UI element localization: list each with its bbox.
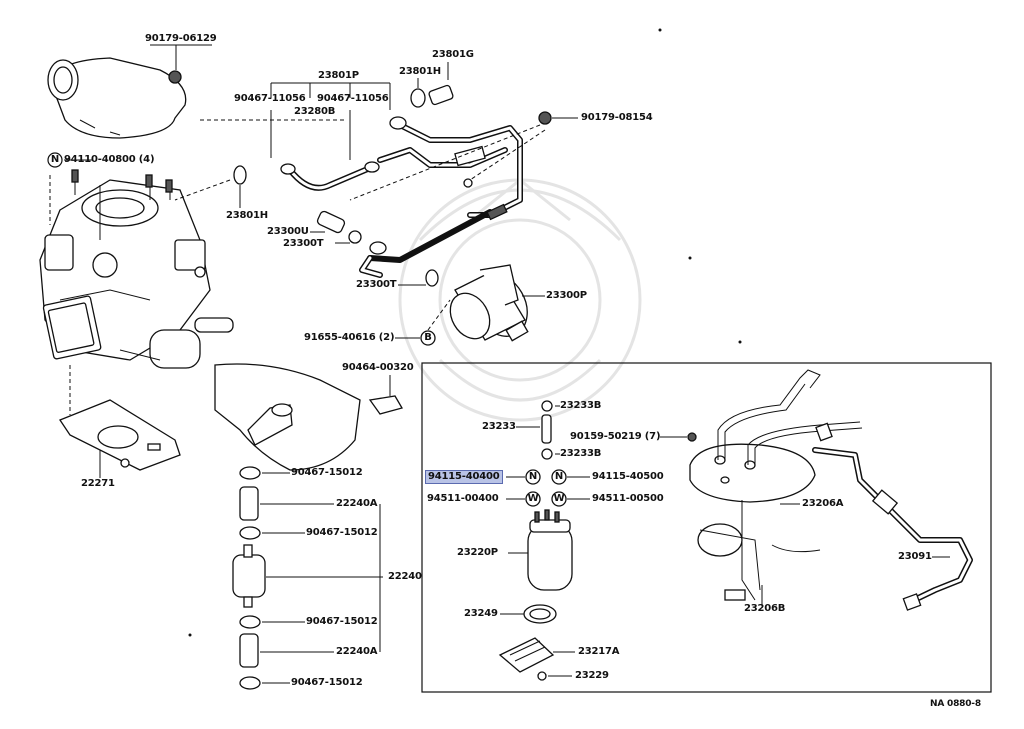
part-label-90467-15012-c: 90467-15012 (306, 616, 378, 627)
document-reference: NA 0880-8 (930, 699, 981, 709)
fitting-23801g (428, 84, 454, 106)
carburetor-drawing (39, 169, 234, 369)
hose-23280b-drawing (280, 161, 380, 191)
clip-90464-00320 (368, 395, 403, 415)
fuel-pump-drawing (498, 400, 573, 681)
fuel-pipe-23091-drawing (812, 447, 973, 611)
gasket-drawing (59, 399, 181, 471)
part-label-90467-15012-d: 90467-15012 (291, 677, 363, 688)
hose-stack-drawing (232, 466, 266, 690)
part-label-90467-15012-a: 90467-15012 (291, 467, 363, 478)
part-label-23206b: 23206B (744, 603, 786, 614)
badge-w-1: W (527, 493, 539, 504)
part-label-23300t-b: 23300T (356, 279, 397, 290)
part-label-23233b-a: 23233B (560, 400, 602, 411)
fuel-sender-drawing (689, 369, 863, 605)
fuel-filter-drawing (449, 264, 529, 342)
badge-n-left: N (50, 154, 60, 165)
fuel-line-assembly (359, 122, 523, 278)
part-label-94511-00500: 94511-00500 (592, 493, 664, 504)
part-label-23280b: 23280B (294, 106, 336, 117)
part-label-23206a: 23206A (802, 498, 844, 509)
part-label-91655-40616: 91655-40616 (2) (304, 332, 395, 343)
part-label-23217a: 23217A (578, 646, 620, 657)
part-label-23300t-a: 23300T (283, 238, 324, 249)
part-label-23300p: 23300P (546, 290, 587, 301)
part-label-90159-50219: 90159-50219 (7) (570, 431, 661, 442)
badge-n-1: N (528, 471, 538, 482)
part-label-94115-40400-highlighted[interactable]: 94115-40400 (425, 470, 503, 484)
badge-n-2: N (554, 471, 564, 482)
fitting-23801h (410, 88, 426, 108)
clamp-23801h (233, 165, 247, 185)
part-label-90467-11056-b: 90467-11056 (317, 93, 389, 104)
part-label-23801h-top: 23801H (399, 66, 441, 77)
screw-90159-50219 (687, 432, 697, 442)
fuel-tank-inset-box (421, 362, 992, 693)
part-label-22240a-b: 22240A (336, 646, 378, 657)
part-label-22240a-a: 22240A (336, 498, 378, 509)
part-label-94511-00400: 94511-00400 (427, 493, 499, 504)
part-label-90467-11056-a: 90467-11056 (234, 93, 306, 104)
part-label-22271: 22271 (81, 478, 115, 489)
part-label-90179-06129: 90179-06129 (145, 33, 217, 44)
part-label-23233b-b: 23233B (560, 448, 602, 459)
air-horn-drawing (47, 57, 187, 139)
clamp-90467-11056 (389, 116, 407, 130)
part-label-23233: 23233 (482, 421, 516, 432)
intake-duct-drawing (214, 363, 361, 471)
part-label-22240: 22240 (388, 571, 422, 582)
part-label-23300u: 23300U (267, 226, 309, 237)
part-label-23801p: 23801P (318, 70, 359, 81)
part-label-23249: 23249 (464, 608, 498, 619)
part-label-90179-08154: 90179-08154 (581, 112, 653, 123)
badge-w-2: W (553, 493, 565, 504)
part-label-23801h-left: 23801H (226, 210, 268, 221)
part-label-94115-40500: 94115-40500 (592, 471, 664, 482)
part-label-90464-00320: 90464-00320 (342, 362, 414, 373)
part-label-94110-40800: 94110-40800 (4) (64, 154, 155, 165)
badge-b-filter: B (424, 332, 432, 343)
part-label-90467-15012-b: 90467-15012 (306, 527, 378, 538)
part-label-23801g: 23801G (432, 49, 474, 60)
part-label-23091: 23091 (898, 551, 932, 562)
part-label-23220p: 23220P (457, 547, 498, 558)
part-label-23229: 23229 (575, 670, 609, 681)
